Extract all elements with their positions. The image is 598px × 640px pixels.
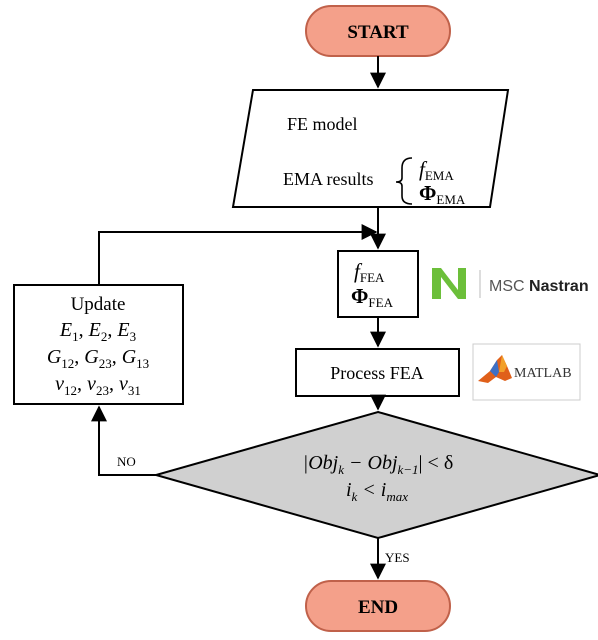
start-label: START <box>347 22 409 43</box>
decision-condition-1: |Objk − Objk−1| < δ <box>303 452 454 477</box>
ema-brace <box>395 157 413 205</box>
matlab-logo: MATLAB <box>472 343 581 401</box>
matlab-text: MATLAB <box>514 366 572 381</box>
fea-box <box>337 250 419 318</box>
msc-nastran-logo: MSC Nastran <box>432 268 589 299</box>
no-label: NO <box>117 454 136 469</box>
decision-diamond <box>152 410 598 540</box>
end-terminal <box>305 580 451 632</box>
fe-model-label: FE model <box>287 114 358 134</box>
input-parallelogram <box>231 89 510 208</box>
msc-nastran-text: MSC Nastran <box>489 278 589 295</box>
update-row-g: G12, G23, G13 <box>47 346 149 371</box>
phi-ema-symbol: ΦEMA <box>419 181 466 207</box>
loop-back-line <box>98 224 378 284</box>
update-row-e: E1, E2, E3 <box>59 319 136 344</box>
update-row-nu: ν12, ν23, ν31 <box>55 373 141 398</box>
ema-results-label: EMA results <box>283 169 374 189</box>
no-path-line <box>91 405 156 476</box>
process-fea-box <box>295 348 460 397</box>
nastran-n-icon <box>432 268 466 299</box>
phi-fea-symbol: ΦFEA <box>351 284 394 310</box>
yes-label: YES <box>385 550 410 565</box>
decision-condition-2: ik < imax <box>346 479 408 504</box>
update-box <box>13 284 184 405</box>
f-ema-symbol: fEMA <box>419 157 454 183</box>
process-fea-label: Process FEA <box>330 363 424 383</box>
f-fea-symbol: fFEA <box>354 259 385 285</box>
end-label: END <box>358 597 398 618</box>
update-title: Update <box>71 294 126 315</box>
